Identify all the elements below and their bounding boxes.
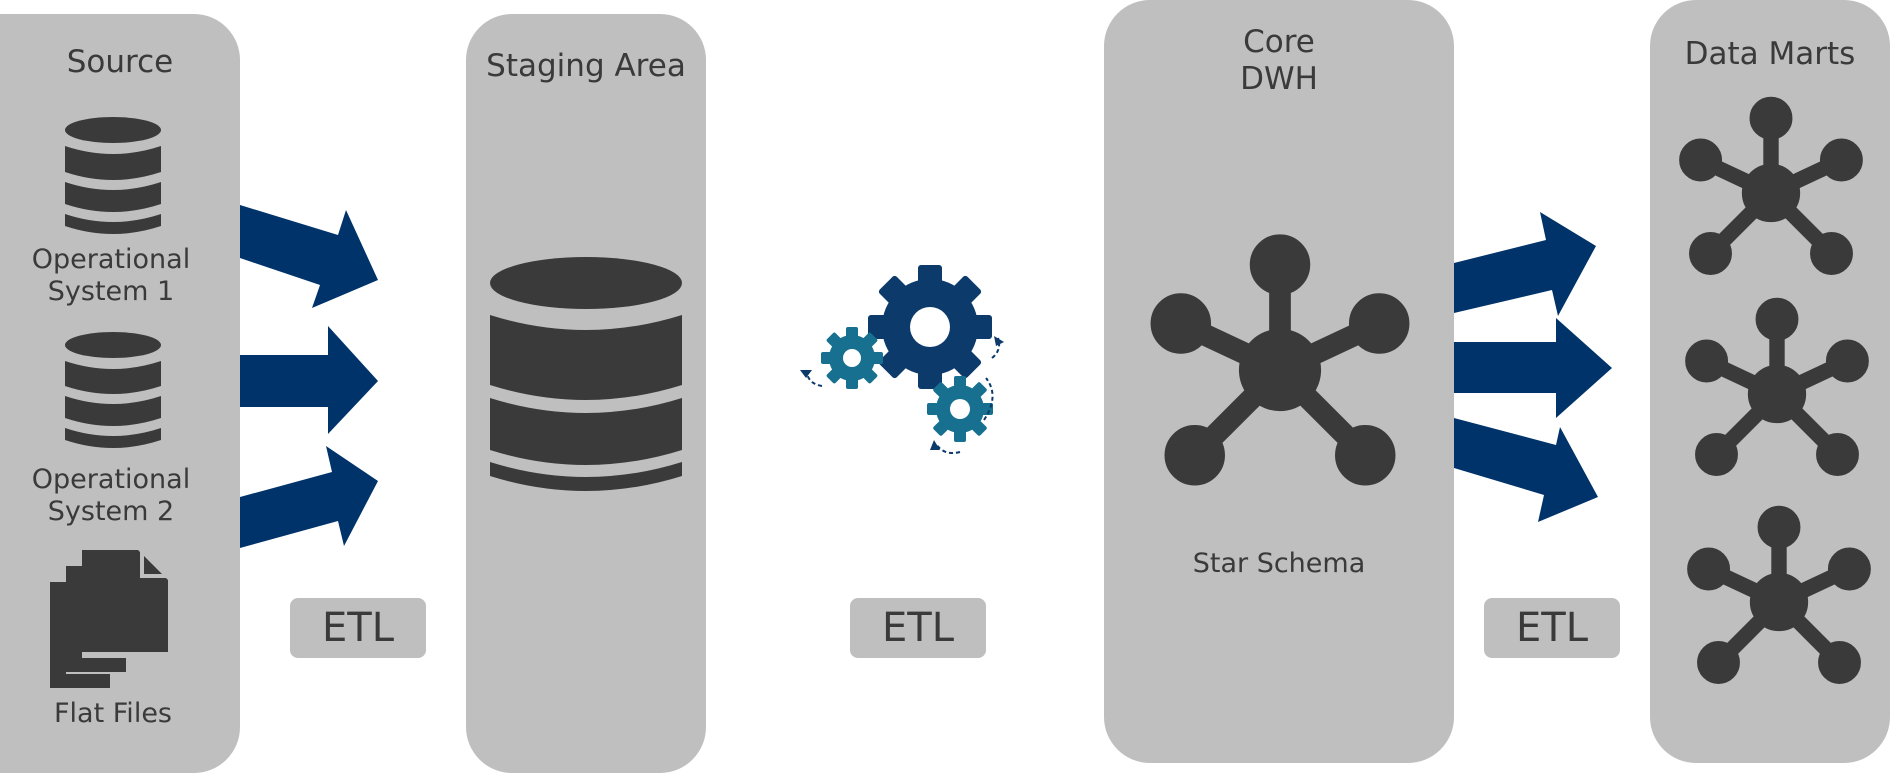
files-icon <box>50 550 170 688</box>
etl-badge: ETL <box>1484 598 1620 658</box>
etl-badge: ETL <box>850 598 986 658</box>
star-schema-label: Star Schema <box>1192 548 1366 579</box>
star-schema-icon <box>1688 506 1871 683</box>
label-line: System 2 <box>47 496 175 528</box>
data-marts-title: Data Marts <box>1684 36 1856 72</box>
source-title: Source <box>66 44 174 80</box>
star-schema-icon <box>1680 97 1863 274</box>
star-schema-icon <box>1686 298 1869 475</box>
etl-badge: ETL <box>290 598 426 658</box>
label-line: Operational <box>31 464 191 495</box>
database-icon <box>65 117 161 234</box>
operational-system-2-label: Operational System 2 <box>0 464 222 529</box>
title-line: Core <box>1243 24 1315 60</box>
gears-icon <box>800 265 1004 454</box>
title-line: DWH <box>1240 61 1318 98</box>
etl-arrows-right <box>1454 212 1612 522</box>
staging-title: Staging Area <box>486 48 686 84</box>
label-line: Operational <box>31 244 191 275</box>
star-schema-icon <box>1151 235 1408 485</box>
label-line: System 1 <box>47 276 175 308</box>
database-icon <box>65 332 161 448</box>
etl-arrows-left <box>240 205 378 548</box>
flat-files-label: Flat Files <box>54 698 172 729</box>
operational-system-1-label: Operational System 1 <box>0 244 222 309</box>
core-dwh-title: Core DWH <box>1104 24 1454 98</box>
database-icon <box>490 257 682 491</box>
